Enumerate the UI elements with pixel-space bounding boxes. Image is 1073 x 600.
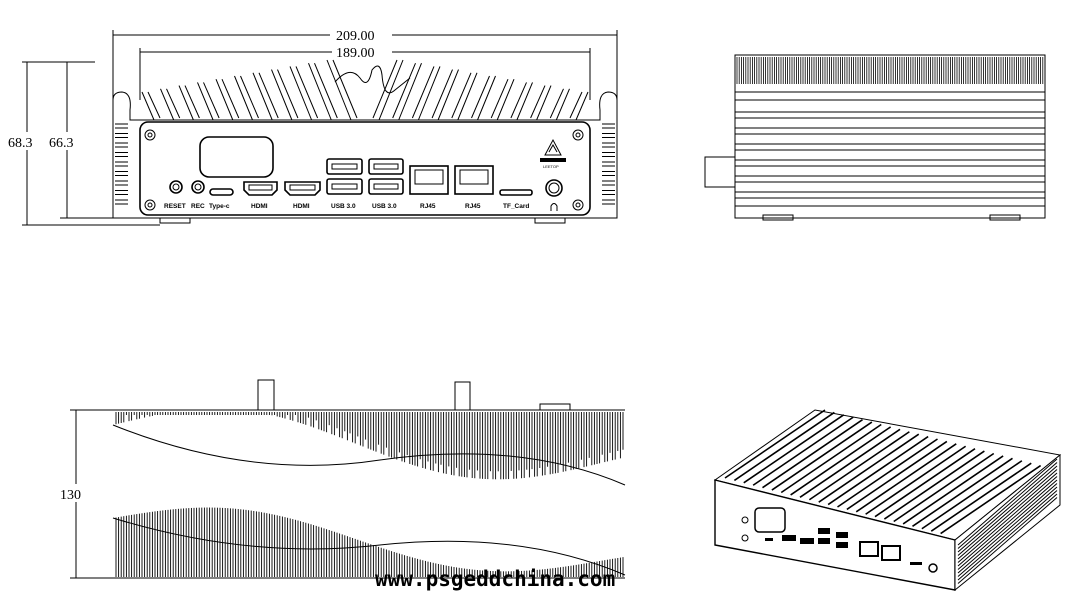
dimension-label: 209.00 — [336, 29, 375, 44]
dimension-label: 66.3 — [49, 136, 74, 151]
port-label: RJ45 — [465, 203, 481, 210]
port-label: RJ45 — [420, 203, 436, 210]
side-view — [704, 54, 1046, 221]
dimension-label: 189.00 — [336, 46, 375, 61]
screw-holes — [144, 129, 584, 211]
front-view: 209.00 189.00 68.3 66.3 — [8, 29, 618, 226]
port-type-c: Type-c — [209, 188, 234, 210]
top-view: 130 — [60, 379, 626, 579]
port-reset: RESET — [164, 180, 186, 210]
port-label: USB 3.0 — [372, 203, 397, 210]
port-label: REC — [191, 203, 205, 210]
heatsink-fins — [141, 59, 589, 121]
watermark: www.psgeddchina.com — [375, 567, 615, 591]
logo-text: LEETOP — [543, 164, 559, 169]
port-label: HDMI — [293, 203, 310, 210]
port-headphone — [545, 179, 563, 211]
port-usb3-2: USB 3.0 — [368, 158, 404, 210]
port-label: TF_Card — [503, 203, 529, 210]
display-window — [199, 136, 274, 178]
antenna-connector — [454, 381, 471, 411]
port-label: HDMI — [251, 203, 268, 210]
dimension-overall-width: 209.00 — [112, 29, 618, 100]
isometric-view — [713, 409, 1062, 592]
port-label: RESET — [164, 203, 186, 210]
dimension-depth: 130 — [60, 409, 113, 579]
port-hdmi-2: HDMI — [284, 181, 321, 210]
port-rj45-1: RJ45 — [409, 165, 449, 210]
port-tf-card: TF_Card — [499, 189, 533, 210]
antenna-connector — [257, 379, 275, 411]
front-panel — [139, 121, 591, 216]
side-vent-slots — [115, 123, 615, 205]
center-fin — [334, 65, 411, 94]
port-usb3-1: USB 3.0 — [326, 158, 363, 210]
port-hdmi-1: HDMI — [243, 181, 278, 210]
dimension-heights: 68.3 66.3 — [8, 61, 160, 226]
logo: LEETOP — [540, 138, 566, 169]
dimension-label: 130 — [60, 488, 81, 503]
port-rj45-2: RJ45 — [454, 165, 494, 210]
dimension-panel-width: 189.00 — [139, 46, 591, 100]
headphone-icon — [550, 203, 558, 211]
port-rec: REC — [191, 180, 205, 210]
dimension-label: 68.3 — [8, 136, 33, 151]
port-label: Type-c — [209, 203, 230, 210]
port-label: USB 3.0 — [331, 203, 356, 210]
